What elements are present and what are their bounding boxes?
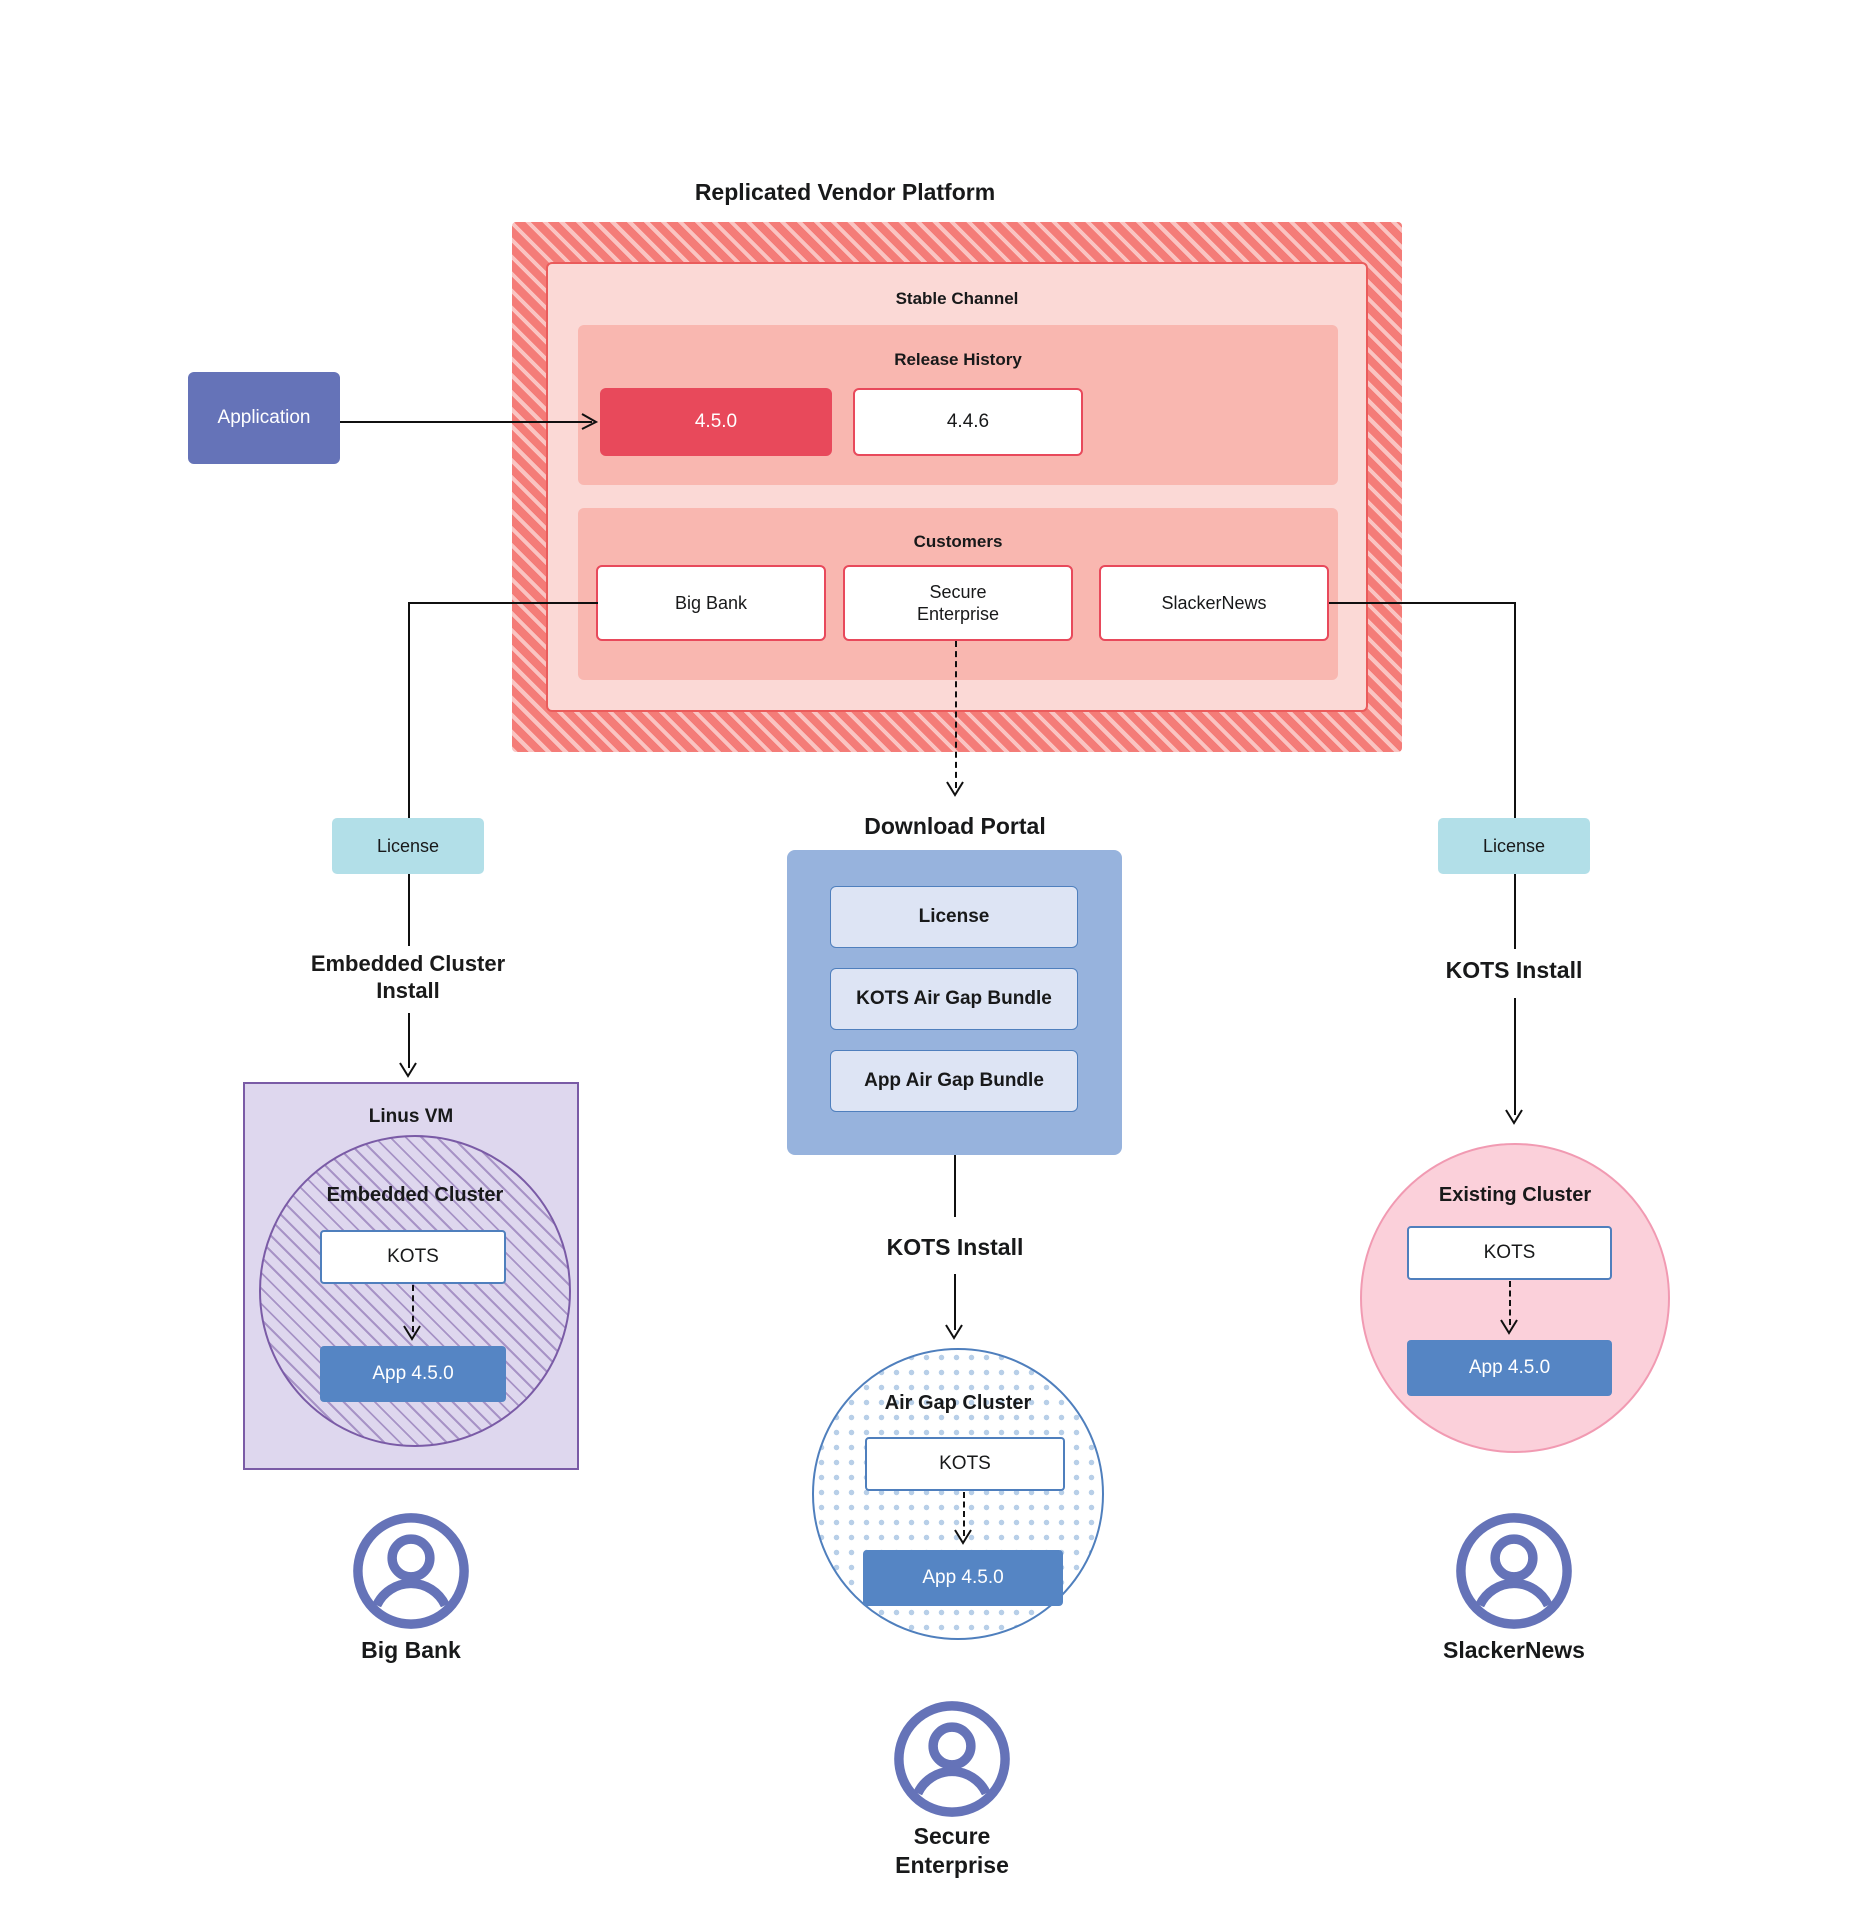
license-chip-left[interactable]: License: [332, 818, 484, 874]
connector-install-left-down: [408, 1013, 410, 1068]
arrow-head-icon: [581, 413, 599, 430]
embedded-cluster-circle: [259, 1135, 571, 1447]
connector-bigbank-v: [408, 602, 410, 819]
release-item[interactable]: 4.4.6: [853, 388, 1083, 456]
customer-box-secure-enterprise[interactable]: Secure Enterprise: [843, 565, 1073, 641]
user-avatar-icon: [353, 1513, 469, 1629]
customer-label-slackernews: SlackerNews: [1443, 1636, 1585, 1663]
kots-box-embedded[interactable]: KOTS: [320, 1230, 506, 1284]
connector-license-left-down: [408, 874, 410, 946]
license-chip-right[interactable]: License: [1438, 818, 1590, 874]
airgap-cluster-title: Air Gap Cluster: [884, 1391, 1032, 1414]
app-version-box-airgap[interactable]: App 4.5.0: [863, 1550, 1063, 1606]
download-portal-title: Download Portal: [864, 812, 1046, 839]
release-item-current[interactable]: 4.5.0: [600, 388, 832, 456]
release-history-title: Release History: [894, 350, 1022, 370]
arrow-head-icon: [1505, 1109, 1523, 1125]
kots-install-label-center: KOTS Install: [886, 1233, 1024, 1260]
embedded-cluster-install-label: Embedded Cluster Install: [310, 950, 506, 1004]
embedded-cluster-title: Embedded Cluster: [326, 1183, 504, 1206]
stable-channel-title: Stable Channel: [895, 289, 1019, 309]
kots-box-airgap[interactable]: KOTS: [865, 1437, 1065, 1491]
portal-item-kots-airgap-bundle[interactable]: KOTS Air Gap Bundle: [830, 968, 1078, 1030]
connector-secure-enterprise-down: [955, 641, 957, 788]
connector-slackernews-v: [1514, 602, 1516, 819]
kots-box-existing[interactable]: KOTS: [1407, 1226, 1612, 1280]
arrow-head-icon: [1500, 1319, 1518, 1335]
portal-item-app-airgap-bundle[interactable]: App Air Gap Bundle: [830, 1050, 1078, 1112]
kots-install-label-right: KOTS Install: [1445, 956, 1583, 983]
customer-box-big-bank[interactable]: Big Bank: [596, 565, 826, 641]
arrow-head-icon: [954, 1529, 972, 1545]
page-title: Replicated Vendor Platform: [694, 178, 996, 205]
linux-vm-title: Linus VM: [368, 1106, 454, 1128]
connector-bigbank-h: [408, 602, 598, 604]
existing-cluster-title: Existing Cluster: [1438, 1183, 1592, 1206]
app-version-box-embedded[interactable]: App 4.5.0: [320, 1346, 506, 1402]
connector-install-center-down: [954, 1274, 956, 1330]
user-avatar-icon: [894, 1701, 1010, 1817]
customer-box-slackernews[interactable]: SlackerNews: [1099, 565, 1329, 641]
user-avatar-icon: [1456, 1513, 1572, 1629]
connector-application-to-release: [340, 421, 592, 423]
customers-title: Customers: [913, 532, 1003, 552]
connector-portal-down: [954, 1155, 956, 1217]
customer-label-secure-enterprise: Secure Enterprise: [895, 1823, 1009, 1878]
arrow-head-icon: [946, 781, 964, 797]
portal-item-license[interactable]: License: [830, 886, 1078, 948]
customer-label-big-bank: Big Bank: [361, 1636, 461, 1663]
connector-kots-to-app-right: [1509, 1281, 1511, 1325]
connector-kots-to-app-left: [412, 1285, 414, 1332]
connector-install-right-down: [1514, 998, 1516, 1115]
arrow-head-icon: [403, 1325, 421, 1341]
application-box[interactable]: Application: [188, 372, 340, 464]
app-version-box-existing[interactable]: App 4.5.0: [1407, 1340, 1612, 1396]
connector-license-right-down: [1514, 874, 1516, 949]
arrow-head-icon: [945, 1324, 963, 1340]
arrow-head-icon: [399, 1062, 417, 1078]
connector-kots-to-app-center: [963, 1492, 965, 1536]
existing-cluster-circle: [1360, 1143, 1670, 1453]
connector-slackernews-h: [1329, 602, 1516, 604]
